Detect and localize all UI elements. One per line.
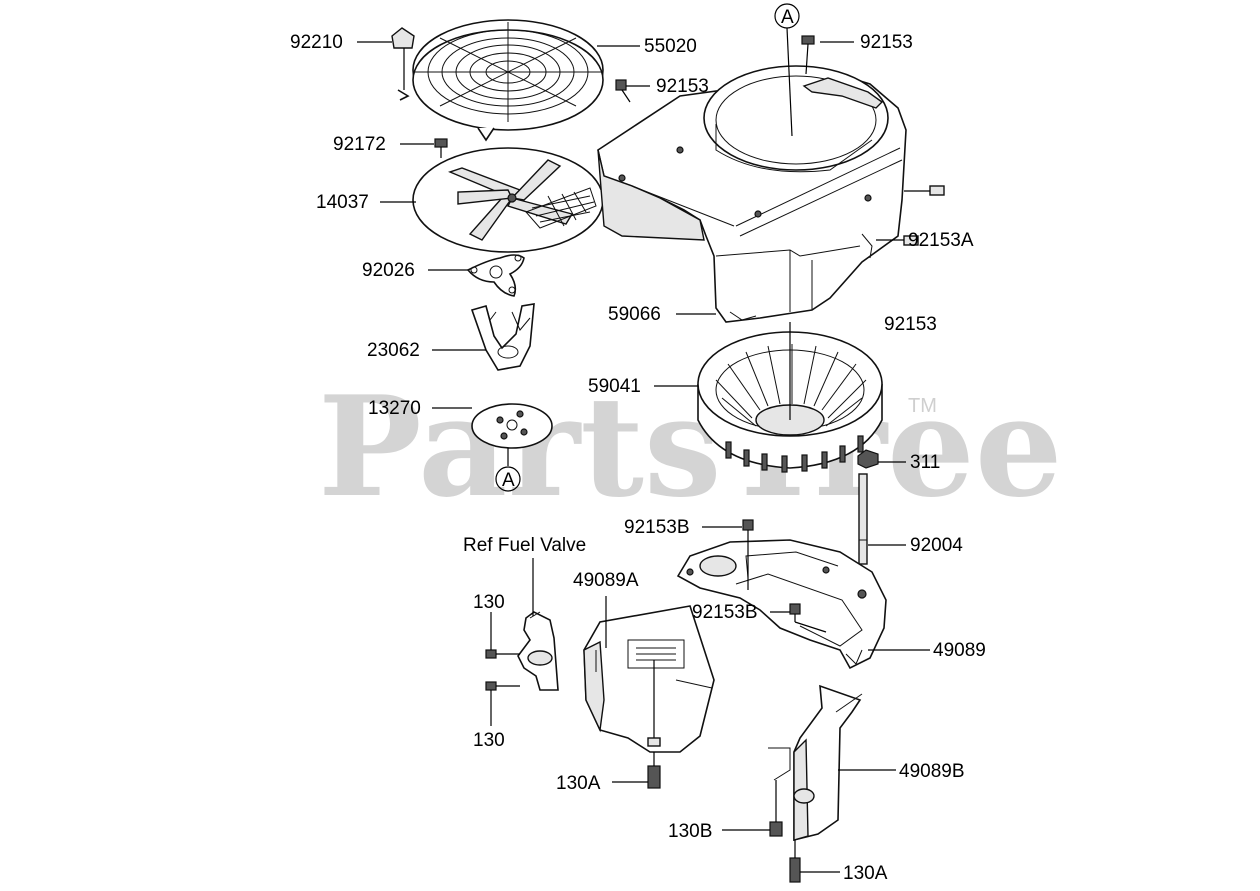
bracket-23062[interactable] bbox=[470, 303, 535, 371]
screw-92153B-top[interactable] bbox=[742, 519, 754, 590]
label-130-bottom[interactable]: 130 bbox=[473, 730, 505, 751]
leader-lines bbox=[357, 41, 930, 873]
label-55020[interactable]: 55020 bbox=[644, 36, 697, 57]
baffle-49089[interactable] bbox=[676, 539, 887, 670]
watermark-text: PartsTree bbox=[318, 365, 1063, 528]
label-92210[interactable]: 92210 bbox=[290, 32, 343, 53]
label-130A-mid[interactable]: 130A bbox=[556, 773, 601, 794]
screw-92153-top[interactable] bbox=[801, 35, 815, 75]
washer-92026[interactable] bbox=[466, 254, 525, 297]
reference-a-bottom: A bbox=[495, 448, 521, 492]
baffle-49089A[interactable] bbox=[583, 605, 715, 753]
cooling-screen-55020[interactable] bbox=[397, 19, 604, 142]
fan-plate-14037[interactable] bbox=[412, 147, 604, 253]
label-ref-fuel-valve[interactable]: Ref Fuel Valve bbox=[463, 535, 586, 556]
label-14037[interactable]: 14037 bbox=[316, 192, 369, 213]
bolt-130-bottom[interactable] bbox=[485, 681, 520, 691]
label-59066[interactable]: 59066 bbox=[608, 304, 661, 325]
label-92153A[interactable]: 92153A bbox=[908, 230, 974, 251]
label-92172[interactable]: 92172 bbox=[333, 134, 386, 155]
fuel-valve-bracket[interactable] bbox=[517, 611, 559, 691]
label-92153-right[interactable]: 92153 bbox=[884, 314, 937, 335]
bolt-130A-bottom[interactable] bbox=[789, 840, 801, 883]
label-311[interactable]: 311 bbox=[910, 452, 940, 473]
label-49089B[interactable]: 49089B bbox=[899, 761, 965, 782]
label-92153B-mid[interactable]: 92153B bbox=[692, 602, 758, 623]
bolt-130A-mid[interactable] bbox=[647, 752, 661, 789]
screw-92210[interactable] bbox=[391, 27, 415, 90]
label-130B[interactable]: 130B bbox=[668, 821, 712, 842]
label-13270[interactable]: 13270 bbox=[368, 398, 421, 419]
screw-92153-right[interactable] bbox=[876, 235, 919, 246]
screw-92153-mid[interactable] bbox=[615, 79, 631, 103]
label-92153-mid[interactable]: 92153 bbox=[656, 76, 709, 97]
screw-92153B-mid[interactable] bbox=[789, 603, 827, 633]
label-92153-top[interactable]: 92153 bbox=[860, 32, 913, 53]
stud-92004[interactable] bbox=[858, 473, 868, 565]
label-130-top[interactable]: 130 bbox=[473, 592, 505, 613]
part-labels: 92210 55020 92153 92153 92172 14037 9215… bbox=[290, 32, 986, 884]
baffle-49089B[interactable] bbox=[768, 684, 863, 842]
plate-13270[interactable] bbox=[471, 403, 553, 449]
reference-a-top: A bbox=[774, 3, 800, 137]
label-92004[interactable]: 92004 bbox=[910, 535, 963, 556]
label-92153B-top[interactable]: 92153B bbox=[624, 517, 690, 538]
label-49089A[interactable]: 49089A bbox=[573, 570, 639, 591]
label-49089[interactable]: 49089 bbox=[933, 640, 986, 661]
nut-311[interactable] bbox=[857, 449, 879, 469]
reference-a-bottom-label: A bbox=[502, 470, 515, 491]
label-92026[interactable]: 92026 bbox=[362, 260, 415, 281]
flywheel-fan-59041[interactable] bbox=[697, 322, 883, 473]
screw-92172[interactable] bbox=[434, 138, 448, 158]
bolt-130B[interactable] bbox=[769, 780, 783, 837]
reference-a-top-label: A bbox=[781, 7, 794, 28]
screw-92153A[interactable] bbox=[904, 185, 945, 196]
fan-housing-59066[interactable] bbox=[597, 65, 907, 323]
watermark-trademark: TM bbox=[908, 395, 937, 417]
bolt-130-top[interactable] bbox=[485, 649, 520, 659]
label-130A-bottom[interactable]: 130A bbox=[843, 863, 888, 884]
label-59041[interactable]: 59041 bbox=[588, 376, 641, 397]
label-23062[interactable]: 23062 bbox=[367, 340, 420, 361]
